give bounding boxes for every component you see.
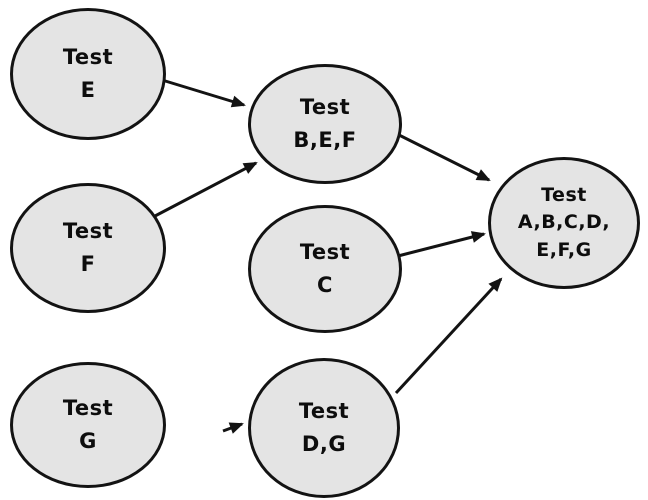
node-line: E,F,G [536,238,592,261]
node-test-c-label: Test C [300,236,350,301]
node-line: Test [299,95,351,120]
node-line: Test [62,219,114,244]
node-test-e-label: Test E [63,41,113,106]
node-test-c: Test C [248,205,402,333]
node-test-g-label: Test G [63,392,113,457]
node-line: Test [298,399,350,424]
edge-test-f-to-test-bef [154,161,258,218]
node-line: F [80,252,96,276]
node-test-bef-label: Test B,E,F [293,91,356,156]
node-line: B,E,F [293,128,357,152]
node-line: C [317,273,333,297]
node-test-f-label: Test F [63,215,113,280]
edge-test-e-to-test-bef [161,78,246,108]
node-test-f: Test F [10,183,166,313]
edge-test-dg-to-test-all [394,277,503,395]
node-test-all-label: Test A,B,C,D, E,F,G [518,182,610,265]
node-line: E [80,78,96,102]
node-line: Test [299,240,351,265]
node-test-all: Test A,B,C,D, E,F,G [488,157,640,289]
edge-stub-to-test-dg [222,422,244,434]
edge-test-bef-to-test-all [396,132,491,182]
node-line: D,G [301,432,347,456]
node-test-bef: Test B,E,F [248,64,402,184]
node-test-e: Test E [10,8,166,140]
node-test-dg-label: Test D,G [299,395,349,460]
node-test-dg: Test D,G [248,358,400,498]
node-line: A,B,C,D, [517,211,611,234]
node-test-g: Test G [10,362,166,488]
node-line: Test [62,45,114,70]
node-line: G [79,429,97,453]
node-line: Test [541,183,587,206]
edge-test-c-to-test-all [397,231,486,258]
node-line: Test [62,396,114,421]
